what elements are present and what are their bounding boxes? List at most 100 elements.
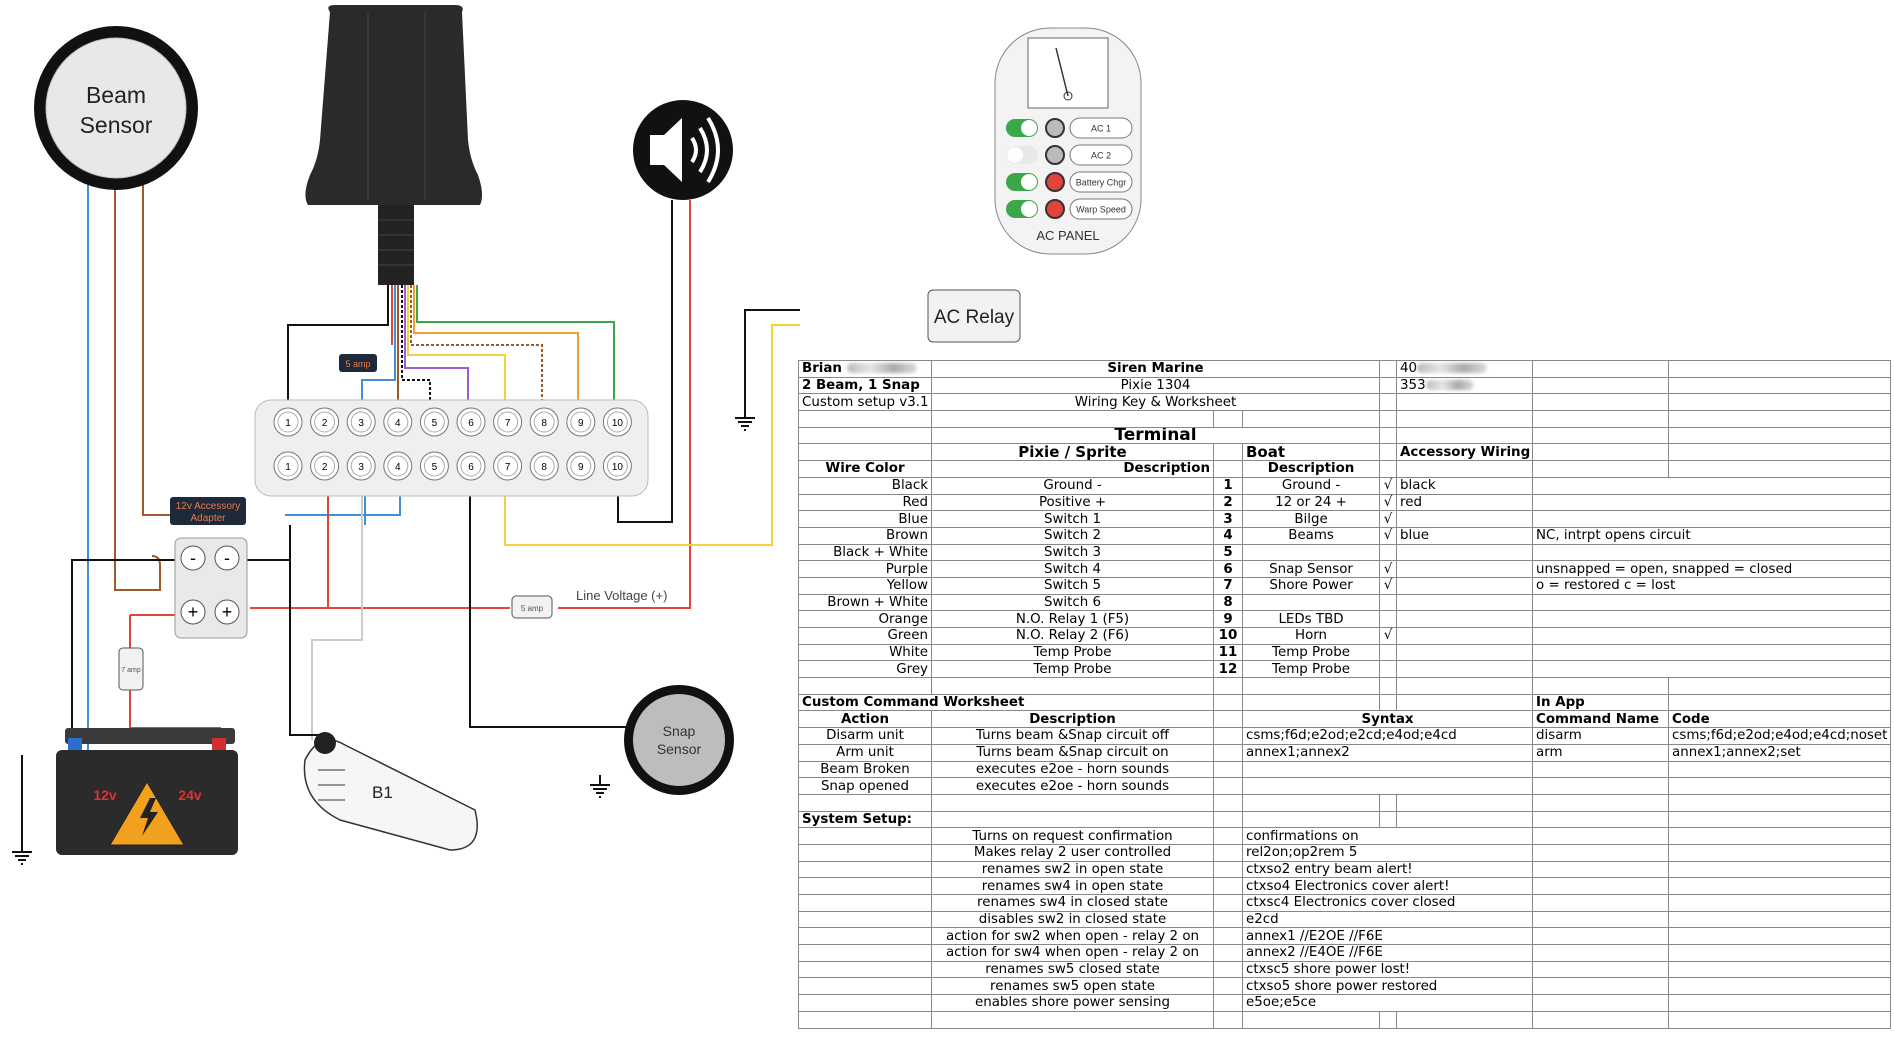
command-name-header: Command Name [1532,710,1670,729]
relay-ground-wire [744,309,800,412]
battery[interactable]: 12v 24v [56,728,238,855]
pixie-device[interactable] [305,5,483,285]
empty-cell [1213,977,1243,996]
check-mark [1379,593,1398,612]
command-code: csms;f6d;e2od;e4od;e4cd;noset [1668,727,1892,745]
terminal-title-row: Terminal [798,426,1892,445]
header-row-2: 2 Beam, 1 Snap Pixie 1304 353 [798,376,1892,395]
accessory-wiring: red [1396,493,1534,512]
beam-sensor-label-1: Beam [86,82,146,108]
fuse-7amp-label: 7 amp [121,667,141,674]
terminal-post-top-4: 4 [383,407,413,437]
check-mark: √ [1379,526,1398,545]
empty-cell [1213,894,1243,912]
ac-relay[interactable]: AC Relay [927,289,1021,343]
beam-sensor[interactable]: Beam Sensor [34,26,198,190]
pixie-description-header: Description [931,460,1214,478]
empty-cell [1213,927,1243,946]
harness-purple [404,285,469,405]
check-mark: √ [1379,510,1398,528]
header-phone-cell: 40 [1396,360,1534,378]
empty-cell [798,894,932,912]
system-syntax: e2cd [1241,910,1534,929]
terminal-post-bottom-8: 8 [529,451,559,481]
svg-text:+: + [222,602,233,622]
header-row-1: Brian Siren Marine 40 [798,360,1892,378]
header-phone: 40 [1400,361,1418,377]
syntax-header: Syntax [1241,710,1534,729]
empty-cell [1532,960,1670,979]
terminal-number: 5 [1213,543,1243,562]
wire-note [1532,510,1892,528]
terminal-post-bottom-3: 3 [346,451,376,481]
wire-color: Blue [798,510,932,528]
empty-cell [1532,944,1670,962]
beam-brown-wire-2 [142,185,208,516]
empty-cell [798,960,932,979]
fuse-inline-label: 5 amp [521,604,544,613]
pixie-description: Temp Probe [931,643,1214,662]
ac-button-label: AC 1 [1091,124,1111,134]
empty-cell [1396,677,1534,695]
empty-cell [1213,910,1243,929]
adapter-label-1: 12v Accessory [176,501,240,512]
svg-text:-: - [190,548,196,568]
terminal-post-bottom-5: 5 [419,451,449,481]
system-description: renames sw5 open state [931,977,1214,996]
ac-button-4[interactable]: Warp Speed [1006,198,1133,220]
empty-cell [1213,777,1243,795]
system-syntax: ctxsc5 shore power lost! [1241,960,1534,979]
terminal-number: 1 [1213,476,1243,495]
ac-button-2[interactable]: AC 2 [1006,144,1133,166]
empty-cell [1668,827,1892,845]
bilge-switch[interactable]: B1 [303,732,478,851]
empty-cell [1668,693,1892,712]
pixie-cable-strain-relief [378,205,414,285]
accessory-title: Accessory Wiring [1396,443,1534,462]
terminal-post-top-9: 9 [566,407,596,437]
command-description: executes e2oe - horn sounds [931,760,1214,779]
system-row: renames sw5 closed state ctxsc5 shore pow… [798,960,1892,979]
empty-cell [798,793,932,812]
harness-blue [361,285,396,405]
accessory-adapter[interactable]: 12v Accessory Adapter - - + + [170,497,248,639]
wire-color: Green [798,627,932,645]
pixie-description: Switch 3 [931,543,1214,562]
wire-color: Purple [798,560,932,578]
wire-color: White [798,643,932,662]
terminal-number: 11 [1213,643,1243,662]
terminal-post-top-6: 6 [456,407,486,437]
empty-cell [1213,677,1243,695]
system-description: renames sw2 in open state [931,860,1214,879]
empty-cell [1532,994,1670,1012]
ac-button-3[interactable]: Battery Chgr [1006,171,1133,193]
system-description: renames sw5 closed state [931,960,1214,979]
empty-cell [1668,927,1892,946]
command-name [1532,760,1670,779]
empty-cell [1668,677,1892,695]
empty-cell [1379,793,1398,812]
terminal-number: 9 [1213,610,1243,628]
ac-button-1[interactable]: AC 1 [1006,117,1133,139]
terminal-number: 4 [1213,526,1243,545]
speaker[interactable] [633,100,733,200]
empty-cell [1532,977,1670,996]
snap-sensor[interactable]: Snap Sensor [624,685,734,795]
command-syntax [1241,777,1534,795]
terminal-title: Terminal [930,426,1381,445]
line-voltage-label: Line Voltage (+) [576,588,667,603]
wire-note: o = restored c = lost [1532,576,1892,595]
switch-label: B1 [372,783,393,802]
command-action: Beam Broken [798,760,932,779]
empty-cell [1213,1010,1243,1029]
battery-positive-terminal [212,738,226,752]
empty-cell [931,793,1214,812]
ac-button-label: AC 2 [1091,151,1111,161]
